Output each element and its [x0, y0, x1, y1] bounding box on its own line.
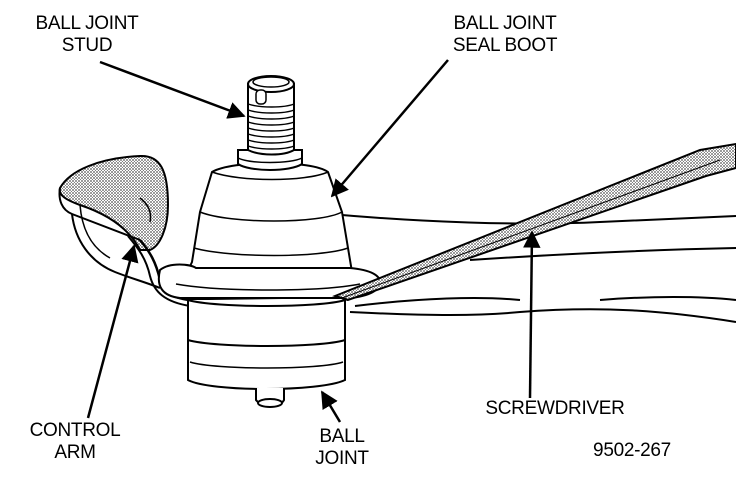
label-ball-joint-stud: BALL JOINT STUD	[22, 13, 152, 57]
label-seal-boot-line1: BALL JOINT	[453, 13, 557, 34]
boot-leader	[330, 59, 449, 198]
control-arm	[329, 213, 736, 323]
ball-joint-body	[187, 299, 346, 408]
label-ball-joint-stud-line2: STUD	[61, 35, 113, 56]
seal-boot	[157, 162, 382, 299]
figure-number-text: 9502-267	[593, 440, 671, 461]
stud-leader	[99, 60, 246, 119]
label-ball-joint-seal-boot: BALL JOINT SEAL BOOT	[420, 13, 590, 57]
ball-joint-stud	[237, 75, 303, 171]
leader-lines	[86, 59, 541, 423]
label-ball-joint-line1: BALL	[319, 426, 365, 447]
label-ball-joint-stud-line1: BALL JOINT	[35, 13, 139, 34]
label-seal-boot-line2: SEAL BOOT	[452, 35, 558, 56]
label-control-arm-line2: ARM	[54, 442, 96, 463]
control-arm-leader	[86, 244, 139, 419]
label-ball-joint-line2: JOINT	[315, 448, 369, 469]
screwdriver-leader	[523, 230, 541, 399]
figure-number: 9502-267	[562, 440, 702, 462]
ball-joint-leader	[320, 390, 342, 423]
label-screwdriver: SCREWDRIVER	[470, 398, 640, 420]
screwdriver	[331, 142, 736, 302]
label-control-arm-line1: CONTROL	[29, 420, 121, 441]
label-control-arm: CONTROL ARM	[10, 420, 140, 464]
label-ball-joint: BALL JOINT	[292, 426, 392, 470]
label-screwdriver-text: SCREWDRIVER	[485, 398, 625, 419]
